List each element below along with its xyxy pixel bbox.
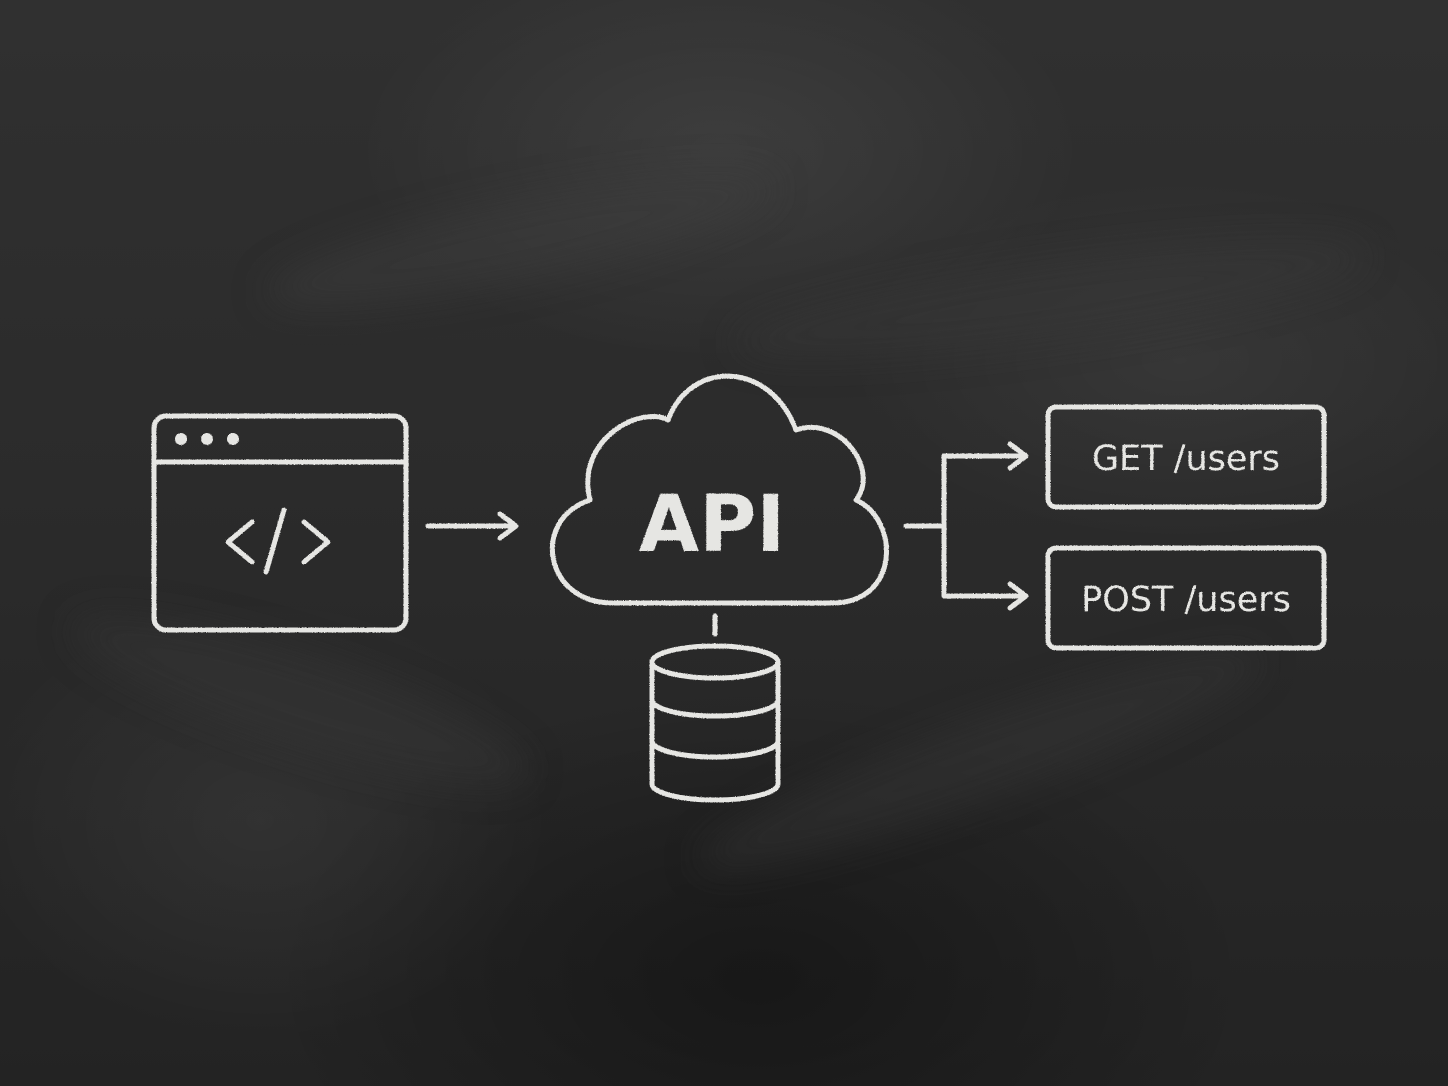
api-to-endpoints-connector — [903, 441, 1029, 611]
endpoint-box-get — [1045, 404, 1327, 510]
endpoint-label-post: POST /users — [1081, 580, 1291, 620]
cloud-icon — [550, 373, 889, 606]
arrow-client-to-api — [425, 511, 519, 541]
database-cylinder-icon — [649, 643, 781, 803]
endpoint-label-get: GET /users — [1092, 439, 1280, 479]
endpoint-box-post — [1045, 545, 1327, 651]
eraser-smudges — [71, 173, 1367, 870]
api-label: API — [639, 480, 786, 570]
browser-code-window-icon — [151, 413, 409, 633]
code-symbol-icon — [225, 507, 331, 575]
